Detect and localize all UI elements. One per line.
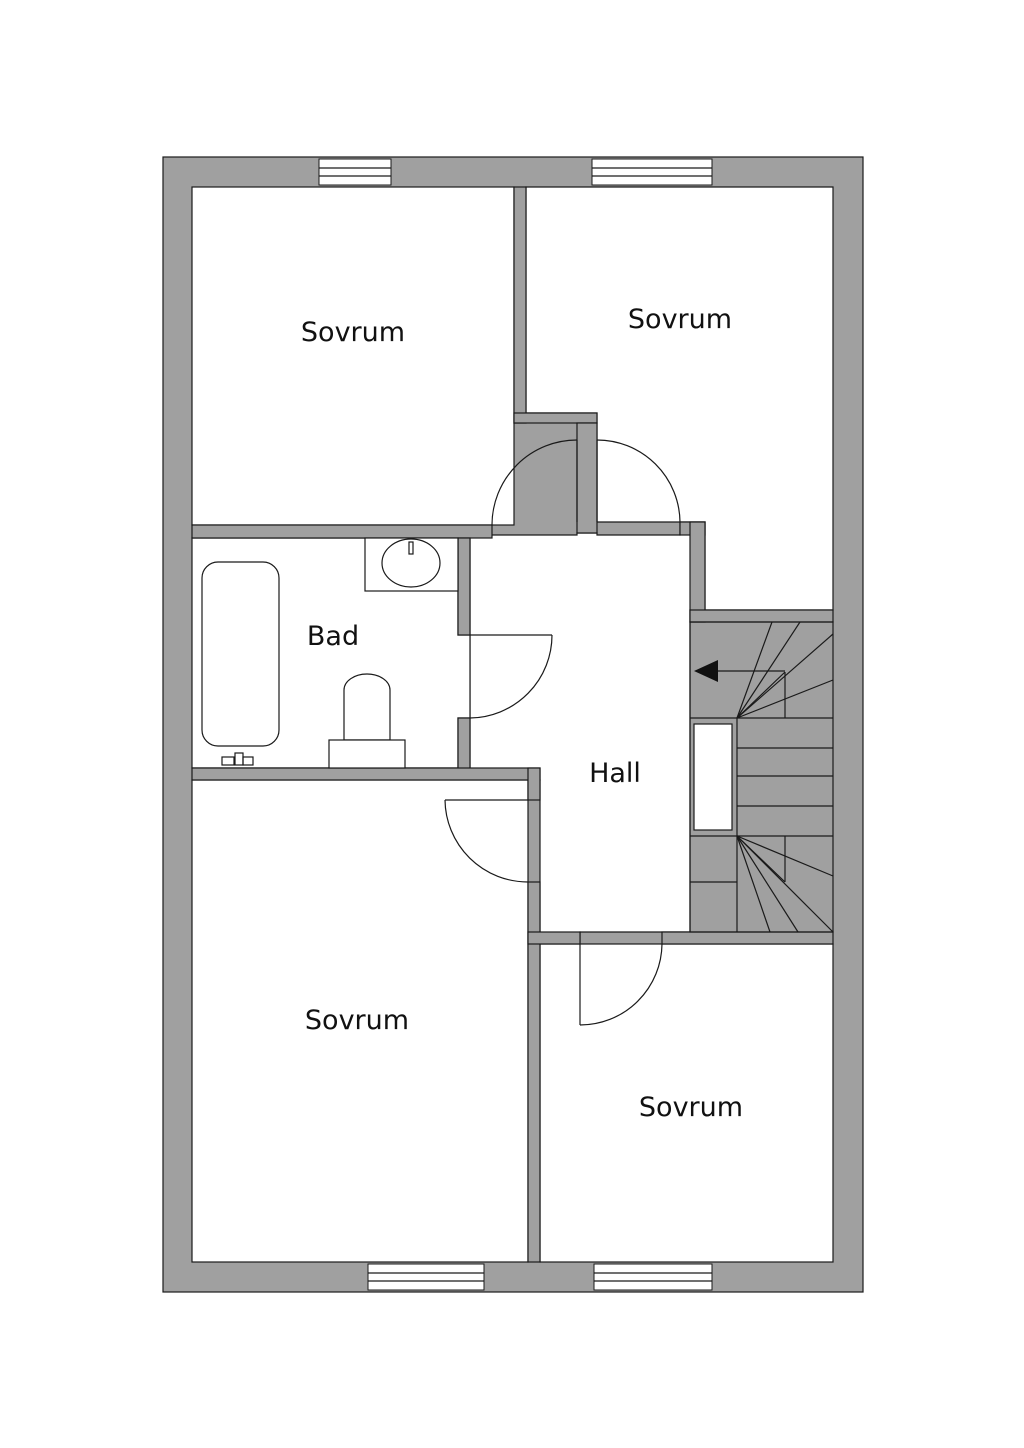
wall-stair-top (689, 609, 834, 623)
wall-bath-top (191, 524, 493, 539)
window-icon (367, 1263, 485, 1291)
door-swing-icon (491, 439, 578, 526)
window-icon (593, 1263, 713, 1291)
window-icon (591, 158, 713, 186)
room-label-bedroom-top-left: Sovrum (301, 317, 405, 348)
bathtub-icon (201, 561, 280, 747)
wall-bath-bottom (191, 767, 541, 781)
wall-bath-right-a (457, 537, 471, 636)
wall-bath-right-b (457, 717, 471, 771)
room-label-hall: Hall (589, 758, 641, 789)
wall-bottom-right-top-b (661, 931, 834, 945)
door-swing-icon (579, 943, 663, 1026)
room-label-bathroom: Bad (307, 621, 359, 652)
room-label-bedroom-bottom-left: Sovrum (305, 1005, 409, 1036)
window-icon (318, 158, 392, 186)
wall-top-step (513, 412, 598, 424)
room-label-bedroom-bottom-right: Sovrum (639, 1092, 743, 1123)
door-swing-icon (444, 799, 529, 883)
wall-bottom-divider (527, 881, 541, 1263)
room-label-bedroom-top-right: Sovrum (628, 304, 732, 335)
wall-hall-stub (576, 422, 598, 534)
faucet-icon (221, 752, 254, 766)
sink-icon (364, 537, 459, 592)
staircase-icon (689, 621, 834, 933)
wall-right-step-vert (689, 521, 706, 623)
wall-top-divider (513, 186, 527, 424)
door-swing-icon (596, 439, 681, 523)
wall-bottom-right-top-a (527, 931, 581, 945)
bedroom-top-left-floor (191, 186, 515, 526)
wall-hall-left-jamb (527, 767, 541, 801)
door-swing-icon (469, 634, 553, 719)
toilet-icon (328, 673, 406, 769)
bedroom-bottom-right-floor (539, 943, 834, 1263)
direction-arrow-icon (694, 660, 785, 682)
